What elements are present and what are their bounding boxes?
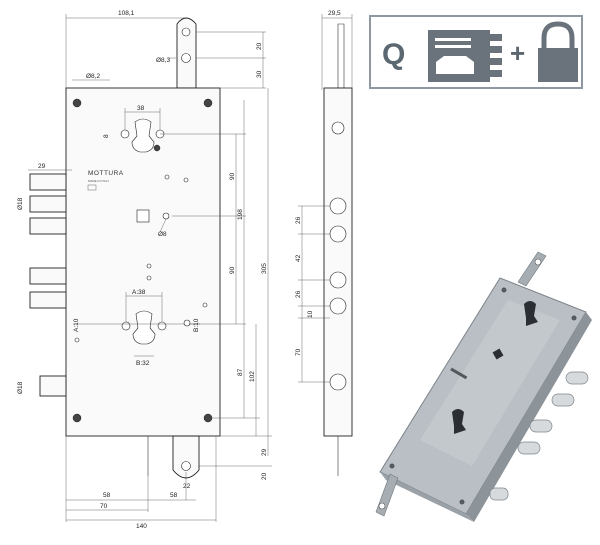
dim-140: 140 (136, 523, 147, 530)
dim-20-bottom: 20 (261, 472, 268, 480)
deadbolt-group-top: 29 Ø18 (17, 163, 72, 235)
dim-87: 87 (237, 368, 244, 376)
dim-width-top: 108,1 (118, 10, 135, 17)
padlock-icon (538, 21, 578, 82)
dim-d8: Ø8 (158, 231, 167, 238)
legend-plus: + (510, 38, 525, 68)
dim-b10: B:10 (193, 318, 200, 332)
render-bolts (489, 371, 589, 501)
side-bolt-3 (329, 271, 347, 289)
side-view: 29,5 26 42 26 10 70 (295, 10, 353, 476)
deadbolt-1 (29, 173, 67, 191)
cyl-bottom-hole-right (157, 321, 167, 331)
small-hole-4 (146, 275, 152, 281)
cyl-top-pin (153, 144, 161, 152)
bottom-bolt-tab (172, 435, 200, 479)
dim-b32: B:32 (136, 360, 150, 367)
side-latch (329, 373, 347, 391)
dim-20: 20 (256, 42, 263, 50)
lock-product-render (375, 251, 592, 522)
cyl-top-cutout (131, 118, 155, 153)
dim-58-left: 58 (103, 492, 111, 499)
top-tab-hole (181, 27, 191, 37)
dim-102: 102 (249, 371, 256, 382)
screw-top-left (72, 98, 82, 108)
dim-38: 38 (137, 105, 145, 112)
front-view: 108,1 Ø8,3 20 30 Ø8,2 38 8 (17, 10, 272, 530)
spindle-square (136, 209, 150, 223)
latch (39, 375, 67, 397)
legend-q-letter: Q (382, 38, 405, 71)
screw-bottom-left (72, 413, 82, 423)
dim-bolt-d18-bottom: Ø18 (17, 381, 24, 394)
brand-small-label: MADE IN ITALY (88, 179, 109, 183)
legend-box: Q + (369, 15, 583, 89)
cyl-bottom-pin (183, 319, 191, 327)
side-hole-top (331, 121, 345, 135)
small-hole-5 (202, 302, 208, 308)
dim-8: 8 (103, 134, 110, 138)
latch-bolt: Ø18 (17, 375, 67, 397)
deadbolt-5 (29, 291, 67, 309)
deadbolt-4 (29, 267, 67, 285)
deadbolt-3 (29, 217, 67, 235)
dim-a38: A:38 (132, 289, 146, 296)
deadbolt-group-bottom (29, 267, 67, 309)
cyl-bottom-hole-left (121, 321, 131, 331)
dim-d-top: Ø8,2 (86, 73, 100, 80)
dim-305: 305 (261, 263, 268, 274)
dim-side-26-top: 26 (295, 216, 302, 224)
dim-side-26-bottom: 26 (295, 290, 302, 298)
small-hole-2 (183, 177, 189, 183)
top-tab-hole-2 (181, 53, 191, 63)
dim-198: 198 (237, 209, 244, 220)
dim-bolt-29: 29 (38, 163, 46, 170)
cyl-top-hole-left (120, 129, 130, 139)
deadbolt-2 (29, 195, 67, 213)
dim-90-top: 90 (229, 172, 236, 180)
brand-label: MOTTURA (88, 170, 124, 177)
dim-side-10: 10 (307, 310, 314, 318)
center-hole (162, 212, 170, 220)
dim-bolt-d18-top: Ø18 (17, 197, 24, 210)
dim-side-top: 29,5 (328, 10, 341, 17)
dim-d-bolt: Ø8,3 (156, 57, 170, 64)
dim-side-42: 42 (295, 254, 302, 262)
small-hole-3 (146, 263, 152, 269)
top-bolt-tab (176, 17, 197, 89)
dim-70: 70 (100, 503, 108, 510)
dim-30: 30 (256, 70, 263, 78)
cyl-bottom-cutout (132, 310, 156, 345)
screw-top-right (203, 98, 213, 108)
small-hole-6 (74, 337, 80, 343)
dim-a10: A:10 (73, 318, 80, 332)
side-bolt-1 (329, 197, 347, 215)
side-bolt-4 (329, 297, 347, 315)
lock-case-icon (428, 30, 502, 82)
dim-90-mid: 90 (229, 266, 236, 274)
dim-side-70: 70 (295, 348, 302, 356)
dim-22: 22 (183, 483, 191, 490)
dim-29: 29 (261, 448, 268, 456)
brand-logo (87, 184, 97, 191)
small-hole-1 (164, 174, 170, 180)
side-top-rod (337, 23, 345, 89)
dim-58-right: 58 (170, 492, 178, 499)
side-bolt-2 (329, 225, 347, 243)
bottom-tab-hole (181, 461, 191, 471)
